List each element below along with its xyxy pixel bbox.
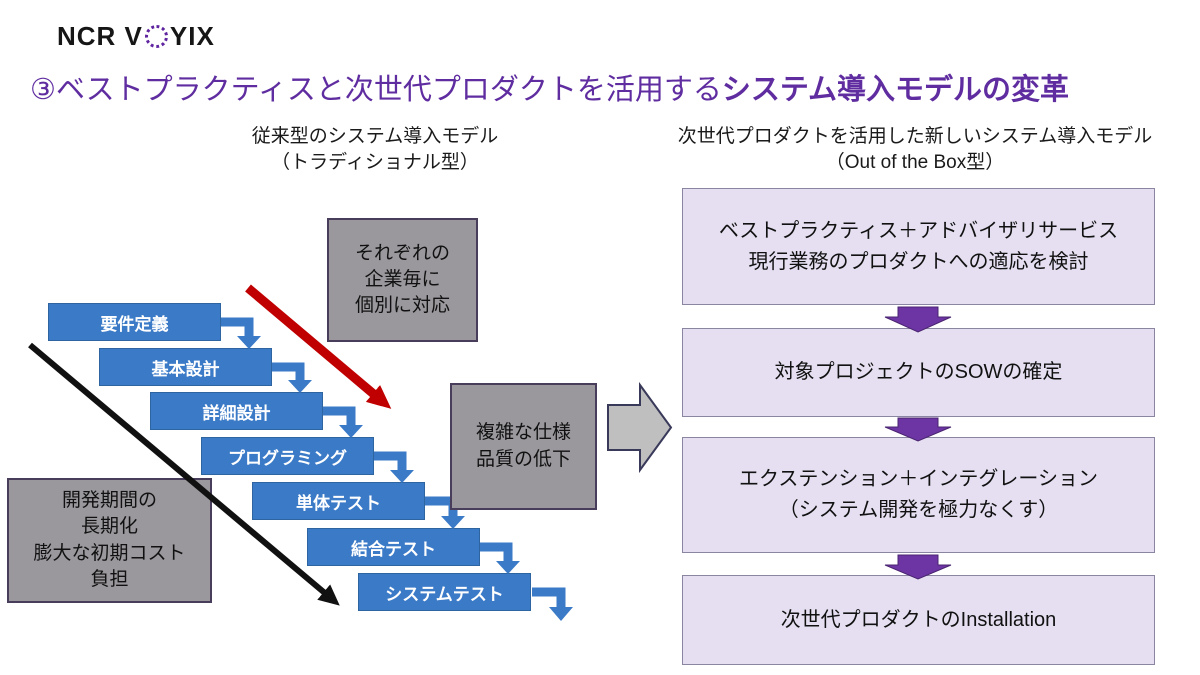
right-heading-line1: 次世代プロダクトを活用した新しいシステム導入モデル <box>677 126 1153 147</box>
logo-text-left: NCR V <box>57 21 143 51</box>
voyix-dotted-o-icon <box>144 25 168 48</box>
page-title-regular: ③ベストプラクティスと次世代プロダクトを活用する <box>30 74 722 106</box>
callout-line: 開発期間の <box>61 490 157 512</box>
step-integration-test: 結合テスト <box>307 528 480 566</box>
flow-connector-arrowheads <box>237 336 573 621</box>
right-column-heading: 次世代プロダクトを活用した新しいシステム導入モデル （Out of the Bo… <box>655 124 1175 176</box>
red-diagonal-arrow <box>245 284 392 409</box>
step-basic-design: 基本設計 <box>99 348 272 386</box>
callout-line: 負担 <box>90 568 129 590</box>
step-detail-design: 詳細設計 <box>150 392 323 430</box>
step-unit-test: 単体テスト <box>252 482 425 520</box>
callout-quality-decline: 複雑な仕様 品質の低下 <box>450 383 597 510</box>
left-heading-line2: （トラディショナル型） <box>271 152 479 174</box>
callout-individual-response: それぞれの 企業毎に 個別に対応 <box>327 218 478 342</box>
stage-line: 対象プロジェクトのSOWの確定 <box>774 361 1063 383</box>
callout-line: 個別に対応 <box>354 295 450 317</box>
callout-line: 企業毎に <box>364 268 441 290</box>
step-programming: プログラミング <box>201 437 374 475</box>
callout-line: 複雑な仕様 <box>475 422 571 444</box>
logo-text-right: YIX <box>169 21 215 51</box>
callout-line: 膨大な初期コスト <box>33 542 186 564</box>
step-requirements: 要件定義 <box>48 303 221 341</box>
stage-best-practice: ベストプラクティス＋アドバイザリサービス 現行業務のプロダクトへの適応を検討 <box>682 188 1155 305</box>
gray-transition-arrow-icon <box>607 381 673 474</box>
stage-line: ベストプラクティス＋アドバイザリサービス <box>718 219 1119 242</box>
left-heading-line1: 従来型のシステム導入モデル <box>251 126 499 147</box>
page-title-bold: システム導入モデルの変革 <box>721 74 1069 106</box>
callout-development-cost: 開発期間の 長期化 膨大な初期コスト 負担 <box>7 478 212 603</box>
callout-line: 品質の低下 <box>475 448 571 470</box>
stage-line: （システム開発を極力なくす） <box>778 499 1059 521</box>
ncr-voyix-logo: NCR V YIX <box>57 21 215 52</box>
step-system-test: システムテスト <box>358 573 531 611</box>
stage-installation: 次世代プロダクトのInstallation <box>682 575 1155 665</box>
stage-extension-integration: エクステンション＋インテグレーション （システム開発を極力なくす） <box>682 437 1155 553</box>
stage-line: 次世代プロダクトのInstallation <box>780 608 1057 631</box>
stage-line: 現行業務のプロダクトへの適応を検討 <box>748 250 1089 273</box>
right-heading-line2: （Out of the Box型） <box>825 152 1005 174</box>
black-diagonal-arrow <box>28 342 340 606</box>
stage-line: エクステンション＋インテグレーション <box>739 468 1098 490</box>
callout-line: 長期化 <box>80 516 138 538</box>
left-column-heading: 従来型のシステム導入モデル （トラディショナル型） <box>155 124 595 176</box>
callout-line: それぞれの <box>354 242 450 264</box>
flow-connector-arrow <box>221 317 566 608</box>
page-title: ③ベストプラクティスと次世代プロダクトを活用するシステム導入モデルの変革 <box>30 66 1069 108</box>
purple-down-arrow-icon <box>884 306 952 580</box>
